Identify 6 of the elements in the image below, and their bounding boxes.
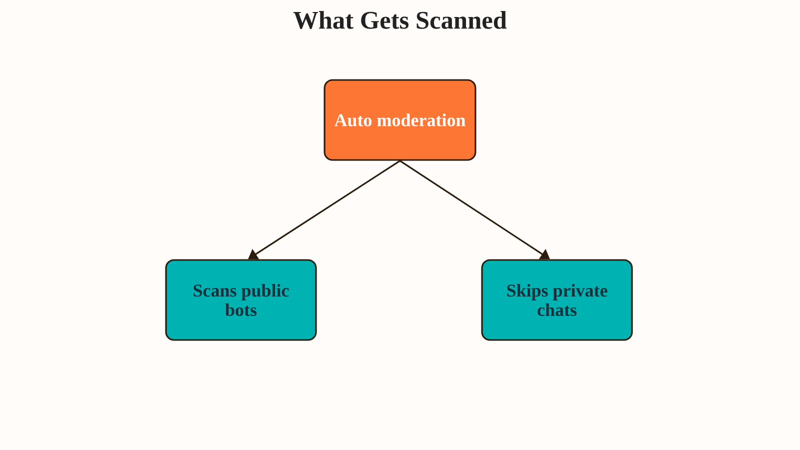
arrow (400, 160, 550, 260)
process-box: Scans public bots (165, 259, 317, 341)
process-box: Skips private chats (481, 259, 633, 341)
arrow (248, 160, 400, 260)
process-box: Auto moderation (324, 79, 476, 161)
title: What Gets Scanned (293, 11, 507, 29)
